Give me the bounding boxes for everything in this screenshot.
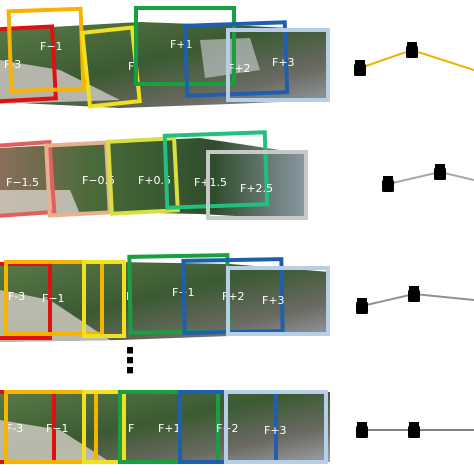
camera-icon (356, 298, 368, 314)
frame-label: F−1 (46, 422, 69, 435)
camera-path-line (387, 170, 474, 185)
row-3: F-3 F−1 F F+1 F+2 F+3 (0, 253, 474, 342)
frame-rect (82, 260, 126, 338)
frame-label: F−0.5 (82, 174, 115, 187)
frame-box: F+3 (226, 28, 330, 102)
row-1: F-3 F−1 F F+1 F+2 F+3 (0, 6, 474, 109)
frame-label: F+3 (272, 56, 295, 69)
frame-box: F+3 (226, 266, 330, 336)
frame-box: F+1 (118, 390, 220, 464)
frame-label: F−1 (42, 292, 65, 305)
frame-box: F+0.5 (106, 136, 180, 216)
frame-box: F+2 (182, 20, 290, 98)
frame-label: F+3 (262, 294, 285, 307)
frame-box: F−1 (4, 390, 98, 464)
frame-rect (4, 390, 98, 464)
frame-label: F-3 (6, 422, 23, 435)
camera-trajectory (356, 286, 474, 314)
frame-label: F (128, 60, 134, 73)
frame-box: F−0.5 (44, 140, 115, 218)
frame-label: F+2 (228, 62, 251, 75)
camera-icon (434, 164, 446, 180)
row-4: F-3 F−1 F F+1 F+2 F+3 (0, 390, 474, 464)
camera-icon (354, 60, 366, 76)
frame-rect (182, 20, 290, 98)
frame-rect (106, 136, 180, 216)
frame-box: F+2.5 (206, 150, 308, 220)
frame-label: F+1 (158, 422, 181, 435)
frame-rect (226, 28, 330, 102)
frame-label: F+3 (264, 424, 287, 437)
frame-label: F+2.5 (240, 182, 273, 195)
frame-rect (118, 390, 220, 464)
camera-icon (406, 42, 418, 58)
frame-label: F-3 (4, 58, 21, 71)
frame-rect (162, 130, 270, 210)
frame-rect (224, 390, 328, 464)
row-2: F−1.5 F−0.5 F+0.5 F+1.5 F+2.5 (0, 130, 474, 220)
frame-label: F+0.5 (138, 174, 171, 187)
frame-label: F+1.5 (194, 176, 227, 189)
frame-rect (206, 150, 308, 220)
frame-box: F−1 (4, 260, 104, 336)
frame-box: F-3 (0, 24, 58, 104)
frame-rect (0, 24, 58, 104)
camera-icon (382, 176, 394, 192)
frame-box: F+1.5 (162, 130, 270, 210)
frame-label: F-3 (8, 290, 25, 303)
frame-box: F−1.5 (0, 139, 57, 219)
camera-icon (408, 422, 420, 438)
camera-trajectory (354, 42, 474, 76)
camera-trajectory (382, 164, 474, 192)
frame-rect (226, 266, 330, 336)
camera-trajectory (356, 422, 474, 438)
frame-rect (4, 260, 104, 336)
frame-rect (181, 257, 285, 335)
frame-box: F+3 (224, 390, 328, 464)
frame-rect (82, 390, 126, 464)
frame-label: F+1 (170, 38, 193, 51)
vertical-ellipsis: ⋮ (113, 341, 147, 381)
camera-icon (408, 286, 420, 302)
frame-rect (0, 139, 57, 219)
frame-label: F−1 (40, 40, 63, 53)
scene-strip (0, 138, 306, 220)
frame-rect (44, 140, 112, 218)
frame-label: F−1.5 (6, 176, 39, 189)
frame-label: F+2 (222, 290, 245, 303)
frame-label: F (128, 422, 134, 435)
frame-box: F (82, 390, 134, 464)
camera-icon (356, 422, 368, 438)
